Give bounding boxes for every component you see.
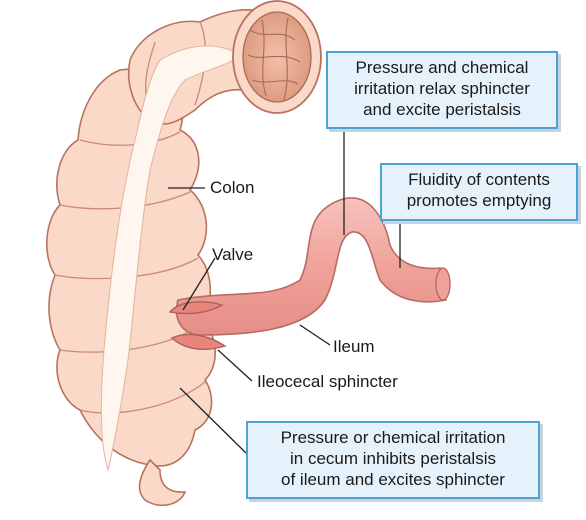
taenia-band [100, 45, 241, 472]
callout-top: Pressure and chemical irritation relax s… [326, 51, 558, 129]
label-ileum: Ileum [333, 337, 375, 356]
colon-opening [232, 0, 322, 114]
ileum [175, 197, 451, 336]
callout-top-line-1: Pressure and chemical [355, 58, 529, 77]
callout-bottom-line-3: of ileum and excites sphincter [281, 470, 505, 489]
leader-valve [182, 257, 216, 311]
callout-top-line-2: irritation relax sphincter [354, 79, 530, 98]
leader-ileum [299, 324, 331, 346]
callout-right: Fluidity of contents promotes emptying [380, 163, 578, 221]
leader-bottom-callout [179, 387, 247, 454]
label-valve: Valve [212, 245, 254, 264]
ileocecal-valve [168, 301, 227, 350]
appendix [138, 458, 187, 507]
callout-bottom: Pressure or chemical irritation in cecum… [246, 421, 540, 499]
label-colon: Colon [210, 178, 255, 197]
leader-lines [168, 130, 401, 454]
callout-bottom-line-2: in cecum inhibits peristalsis [290, 449, 496, 468]
label-ileocecal-sphincter: Ileocecal sphincter [257, 372, 398, 391]
callout-right-line-2: promotes emptying [406, 191, 552, 210]
leader-sphincter [217, 349, 253, 382]
callout-top-line-3: and excite peristalsis [363, 100, 521, 119]
callout-bottom-line-1: Pressure or chemical irritation [280, 428, 506, 447]
callout-right-line-1: Fluidity of contents [408, 170, 550, 189]
